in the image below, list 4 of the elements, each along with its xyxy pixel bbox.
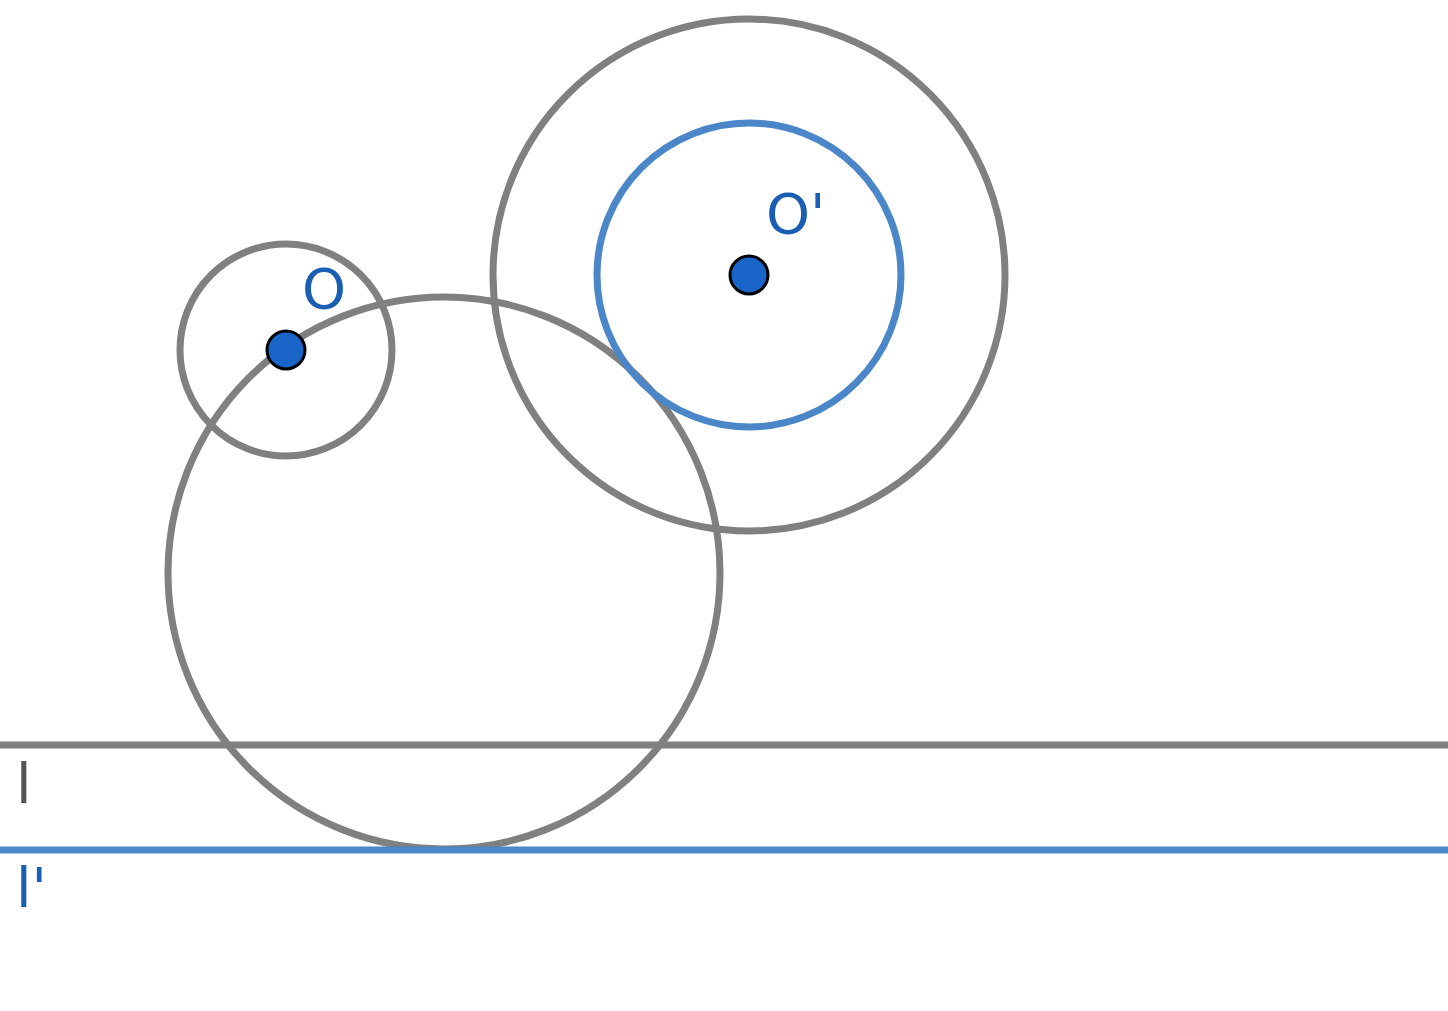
point-label: O' xyxy=(766,186,826,242)
point-label: l' xyxy=(16,860,47,916)
point-label: l xyxy=(16,756,32,812)
point-label: O xyxy=(302,261,347,317)
